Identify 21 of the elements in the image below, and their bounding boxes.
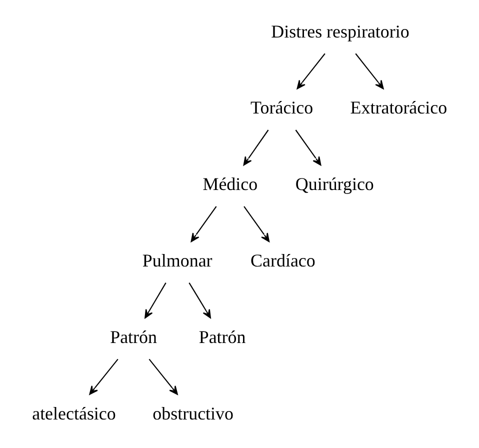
node-text: Torácico [250, 98, 313, 118]
arrow [144, 282, 166, 318]
arrow [296, 53, 325, 90]
node-text: atelectásico [32, 403, 116, 424]
node-text: Quirúrgico [294, 174, 374, 194]
node-text: Médico [202, 174, 258, 194]
arrow [243, 206, 270, 242]
arrow [294, 130, 321, 166]
node-text: Distres respiratorio [270, 21, 409, 42]
arrow [354, 53, 384, 90]
arrow [148, 358, 178, 395]
node-text: Cardíaco [250, 250, 315, 270]
node-text: Patrón [198, 326, 246, 347]
arrow [242, 130, 268, 166]
node-text: Patrón [110, 326, 157, 347]
node-text: obstructivo [152, 403, 234, 424]
arrow [88, 358, 118, 395]
arrow [190, 206, 216, 242]
arrow [188, 282, 210, 318]
node-text: Extratorácico [350, 98, 447, 118]
node-text: Pulmonar [142, 250, 212, 270]
